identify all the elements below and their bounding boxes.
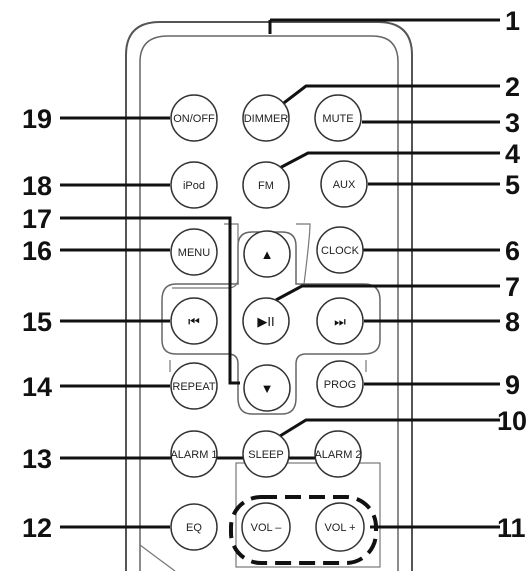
clock-button[interactable]: CLOCK: [316, 226, 364, 274]
alarm1-button-label: ALARM 1: [170, 449, 217, 461]
up-button[interactable]: ▲: [243, 230, 291, 278]
vol-minus-button-label: VOL –: [251, 522, 283, 534]
callout-4: 4: [505, 139, 520, 169]
callout-2: 2: [505, 72, 520, 102]
remote-inner-outline: [139, 35, 399, 571]
prev-button[interactable]: ⏮: [170, 297, 218, 345]
leader-line-2: [271, 84, 500, 114]
callout-5: 5: [505, 170, 520, 200]
remote-bottom-curve: [139, 544, 176, 572]
callout-3: 3: [505, 108, 520, 138]
skip-forward-icon: ⏭: [334, 314, 346, 329]
callout-8: 8: [505, 307, 520, 337]
sleep-button-label: SLEEP: [248, 449, 283, 461]
dimmer-button-label: DIMMER: [244, 113, 289, 125]
callout-1: 1: [505, 6, 520, 36]
next-button[interactable]: ⏭: [316, 297, 364, 345]
clock-group-outline: [296, 223, 311, 285]
callout-7: 7: [505, 272, 520, 302]
dimmer-button[interactable]: DIMMER: [242, 94, 290, 142]
down-arrow-icon: ▼: [261, 381, 274, 396]
callout-13: 13: [22, 444, 52, 474]
ipod-button[interactable]: iPod: [170, 161, 218, 209]
leader-line-4: [273, 151, 500, 173]
leader-line-17: [60, 216, 240, 385]
vol-minus-button[interactable]: VOL –: [241, 502, 291, 552]
play-pause-icon: ▶II: [257, 314, 274, 329]
play-pause-button[interactable]: ▶II: [242, 297, 290, 345]
menu-group-outline: [172, 223, 239, 289]
aux-button-label: AUX: [333, 179, 356, 191]
aux-button[interactable]: AUX: [320, 160, 368, 208]
repeat-button[interactable]: REPEAT: [170, 362, 218, 410]
menu-button-label: MENU: [178, 247, 210, 259]
eq-button[interactable]: EQ: [170, 503, 218, 551]
vol-plus-button-label: VOL +: [324, 522, 355, 534]
leader-line-10: [279, 418, 500, 438]
sleep-button[interactable]: SLEEP: [242, 430, 290, 478]
prog-button-label: PROG: [324, 379, 356, 391]
up-arrow-icon: ▲: [261, 247, 274, 262]
dpad-cross-outline: [161, 231, 381, 415]
fm-button-label: FM: [258, 180, 274, 192]
callout-numbers: 1 2 3 4 5 6 7 8 9 10 11 12 13 14 15 16 1…: [22, 6, 527, 543]
clock-button-label: CLOCK: [321, 245, 360, 257]
callout-9: 9: [505, 370, 520, 400]
down-button[interactable]: ▼: [243, 364, 291, 412]
callout-12: 12: [22, 513, 52, 543]
callout-11: 11: [497, 513, 526, 543]
menu-button[interactable]: MENU: [170, 228, 218, 276]
mute-button[interactable]: MUTE: [314, 94, 362, 142]
callout-17: 17: [22, 204, 52, 234]
buttons: ON/OFF DIMMER MUTE iPod FM AUX MENU ▲: [170, 94, 368, 552]
callout-18: 18: [22, 171, 52, 201]
on-off-button[interactable]: ON/OFF: [170, 94, 218, 142]
alarm2-button[interactable]: ALARM 2: [314, 430, 362, 478]
eq-button-label: EQ: [186, 522, 202, 534]
vol-group-box: [235, 462, 381, 568]
alarm2-button-label: ALARM 2: [314, 449, 361, 461]
repeat-button-label: REPEAT: [172, 381, 215, 393]
alarm1-button[interactable]: ALARM 1: [170, 430, 218, 478]
skip-back-icon: ⏮: [188, 314, 200, 329]
callout-6: 6: [505, 236, 520, 266]
repeat-prog-group-outline: [169, 360, 367, 372]
callout-14: 14: [22, 372, 52, 402]
leader-line-7: [275, 284, 500, 302]
on-off-button-label: ON/OFF: [173, 113, 215, 125]
fm-button[interactable]: FM: [242, 161, 290, 209]
callout-10: 10: [497, 406, 527, 436]
callout-15: 15: [22, 307, 52, 337]
prog-button[interactable]: PROG: [316, 360, 364, 408]
vol-plus-button[interactable]: VOL +: [315, 502, 365, 552]
callout-19: 19: [22, 104, 52, 134]
vol-dashed-highlight: [229, 495, 378, 565]
mute-button-label: MUTE: [322, 113, 353, 125]
ipod-button-label: iPod: [183, 180, 205, 192]
callout-16: 16: [22, 236, 52, 266]
